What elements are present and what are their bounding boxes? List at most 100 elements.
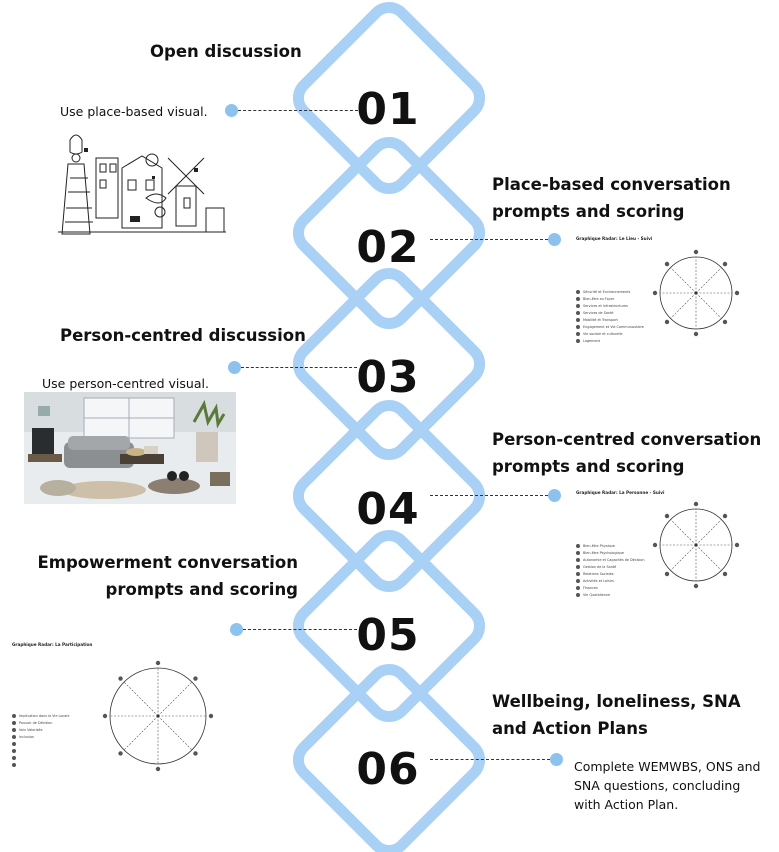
connector-dot-03 bbox=[228, 361, 241, 374]
legend-item: Bien-être au Foyer bbox=[576, 295, 644, 302]
step-01-title: Open discussion bbox=[150, 38, 302, 65]
legend-item bbox=[12, 740, 69, 747]
step-number-05: 05 bbox=[356, 610, 420, 661]
radar-chart-place bbox=[652, 249, 740, 337]
step-01-title-line: Open discussion bbox=[150, 42, 302, 61]
legend-label: Vie Quotidienne bbox=[583, 592, 611, 597]
connector-line-01 bbox=[238, 110, 358, 111]
legend-label: Autonomie et Capacités de Décision bbox=[583, 557, 645, 562]
radar-legend-place: Sécurité et Environnements Bien-être au … bbox=[576, 288, 644, 344]
radar-axis-marker bbox=[722, 513, 728, 519]
radar-axis-marker bbox=[155, 660, 161, 666]
legend-label: Inclusion bbox=[19, 734, 35, 739]
connector-dot-02 bbox=[548, 233, 561, 246]
radar-axis-marker bbox=[722, 261, 728, 267]
legend-item: Inclusion bbox=[12, 733, 69, 740]
legend-item: Bien-être Psychologique bbox=[576, 549, 645, 556]
legend-item: Services de Santé bbox=[576, 309, 644, 316]
step-06-title-line-1: Wellbeing, loneliness, SNA bbox=[492, 692, 741, 711]
radar-axis bbox=[670, 267, 697, 294]
connector-dot-05 bbox=[230, 623, 243, 636]
radar-axis bbox=[695, 292, 722, 319]
legend-item: Implication dans la Vie Locale bbox=[12, 712, 69, 719]
chain-diamond-5 bbox=[292, 529, 486, 723]
radar-card-place: Graphique Radar: Le Lieu - Suivi Sécurit… bbox=[576, 236, 756, 346]
connector-line-04 bbox=[430, 495, 548, 496]
legend-label: Engagement et Vie Communautaire bbox=[583, 324, 644, 329]
legend-item bbox=[12, 761, 69, 768]
legend-label: Logement bbox=[583, 338, 601, 343]
connector-line-05 bbox=[243, 629, 357, 630]
step-04-title-line-2: prompts and scoring bbox=[492, 457, 685, 476]
radar-axis-marker bbox=[102, 713, 108, 719]
radar-axis-marker bbox=[652, 290, 658, 296]
radar-axis-marker bbox=[693, 501, 699, 507]
legend-item: Voix Valorisée bbox=[12, 726, 69, 733]
step-number-01: 01 bbox=[356, 84, 420, 135]
radar-axis-marker bbox=[722, 319, 728, 325]
legend-item: Finances bbox=[576, 584, 645, 591]
step-02-title-line-1: Place-based conversation bbox=[492, 175, 731, 194]
legend-label: Gestion de la Santé bbox=[583, 564, 617, 569]
step-number-03: 03 bbox=[356, 352, 420, 403]
radar-card-person: Graphique Radar: La Personne - Suivi Bie… bbox=[576, 490, 756, 600]
legend-label: Bien-être au Foyer bbox=[583, 296, 615, 301]
step-01-note: Use place-based visual. bbox=[60, 102, 208, 121]
legend-item: Bien-être Physique bbox=[576, 542, 645, 549]
place-based-visual bbox=[58, 134, 226, 235]
radar-axis bbox=[123, 715, 159, 751]
step-02-title-line-2: prompts and scoring bbox=[492, 202, 685, 221]
legend-label: Sécurité et Environnements bbox=[583, 289, 631, 294]
radar-legend-person: Bien-être Physique Bien-être Psychologiq… bbox=[576, 542, 645, 598]
radar-axis-marker bbox=[722, 571, 728, 577]
radar-chart-person bbox=[652, 501, 740, 589]
radar-card-participation: Graphique Radar: La Participation Implic… bbox=[12, 642, 222, 782]
legend-item: Pouvoir de Décision bbox=[12, 719, 69, 726]
chain-diamond-2 bbox=[292, 136, 486, 330]
radar-axis-marker bbox=[155, 766, 161, 772]
radar-title-place: Graphique Radar: Le Lieu - Suivi bbox=[576, 236, 653, 241]
step-number-02: 02 bbox=[356, 222, 420, 273]
radar-axis-marker bbox=[734, 542, 740, 548]
legend-label: Bien-être Psychologique bbox=[583, 550, 624, 555]
radar-title-participation: Graphique Radar: La Participation bbox=[12, 642, 93, 647]
radar-axis bbox=[695, 519, 722, 546]
radar-axis-marker bbox=[652, 542, 658, 548]
legend-item: Relations Sociales bbox=[576, 570, 645, 577]
chain-diamond-4 bbox=[292, 399, 486, 593]
radar-axis-marker bbox=[664, 261, 670, 267]
radar-axis bbox=[157, 715, 193, 751]
radar-axis bbox=[695, 544, 722, 571]
legend-item: Logement bbox=[576, 337, 644, 344]
legend-label: Activités et Loisirs bbox=[583, 578, 614, 583]
step-03-note-line: Use person-centred visual. bbox=[42, 376, 209, 391]
connector-line-06 bbox=[430, 759, 550, 760]
radar-axis-marker bbox=[664, 571, 670, 577]
radar-legend-participation: Implication dans la Vie Locale Pouvoir d… bbox=[12, 712, 69, 768]
step-03-title-line: Person-centred discussion bbox=[60, 326, 306, 345]
legend-label: Relations Sociales bbox=[583, 571, 614, 576]
radar-axis-marker bbox=[193, 676, 198, 681]
connector-line-02 bbox=[430, 239, 548, 240]
radar-center bbox=[156, 714, 160, 718]
legend-item: Sécurité et Environnements bbox=[576, 288, 644, 295]
radar-axis-marker bbox=[118, 751, 123, 756]
radar-axis bbox=[670, 544, 697, 571]
step-06-note: Complete WEMWBS, ONS and SNA questions, … bbox=[574, 757, 760, 814]
chain-diamond-1 bbox=[292, 1, 486, 195]
legend-label: Implication dans la Vie Locale bbox=[19, 713, 70, 718]
chain-diamond-3 bbox=[292, 267, 486, 461]
step-number-04: 04 bbox=[356, 484, 420, 535]
legend-label: Mobilité et Transport bbox=[583, 317, 618, 322]
legend-label: Services et Infrastructures bbox=[583, 303, 628, 308]
radar-axis bbox=[123, 681, 159, 717]
radar-center bbox=[694, 543, 698, 547]
radar-center bbox=[694, 291, 698, 295]
step-06-title-line-2: and Action Plans bbox=[492, 719, 648, 738]
step-05-title-line-1: Empowerment conversation bbox=[37, 553, 298, 572]
legend-item: Engagement et Vie Communautaire bbox=[576, 323, 644, 330]
legend-item: Services et Infrastructures bbox=[576, 302, 644, 309]
legend-label: Pouvoir de Décision bbox=[19, 720, 53, 725]
legend-item: Mobilité et Transport bbox=[576, 316, 644, 323]
